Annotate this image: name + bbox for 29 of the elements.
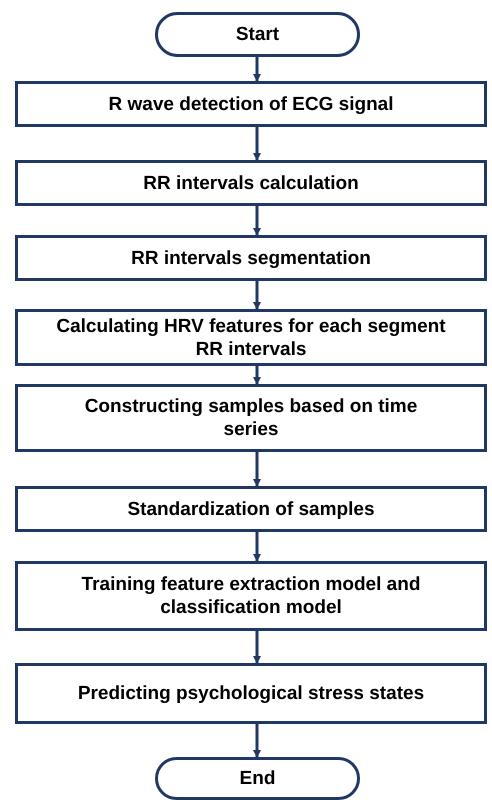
- terminal-box: [155, 757, 360, 800]
- process-box: [15, 663, 487, 724]
- process-box: [15, 309, 487, 366]
- terminal-box: [155, 12, 360, 57]
- box-label: RR intervals segmentation: [131, 246, 371, 270]
- arrow: [253, 366, 261, 385]
- arrow: [253, 452, 261, 487]
- process-box: [15, 235, 487, 281]
- process-box: [15, 384, 487, 452]
- box-label: Start: [236, 23, 280, 46]
- process-box: [15, 160, 487, 206]
- box-label: RR intervals calculation: [143, 172, 359, 194]
- process-box: [15, 81, 487, 127]
- process-box: [15, 561, 487, 631]
- process-box: [15, 486, 487, 532]
- box-label: Constructing samples based on time series: [84, 395, 418, 441]
- arrow: [253, 206, 261, 236]
- arrow: [253, 631, 261, 664]
- arrow: [253, 532, 261, 562]
- arrow: [253, 724, 261, 758]
- arrow: [253, 281, 261, 310]
- box-label: R wave detection of ECG signal: [108, 92, 394, 116]
- arrow: [253, 57, 261, 82]
- box-label: Standardization of samples: [127, 498, 375, 520]
- box-label: Training feature extraction model and classification model: [80, 573, 422, 619]
- box-label: Predicting psychological stress states: [78, 682, 424, 705]
- box-label: End: [240, 767, 276, 790]
- box-label: Calculating HRV features for each segment RR intervals: [55, 314, 447, 360]
- arrow: [253, 127, 261, 161]
